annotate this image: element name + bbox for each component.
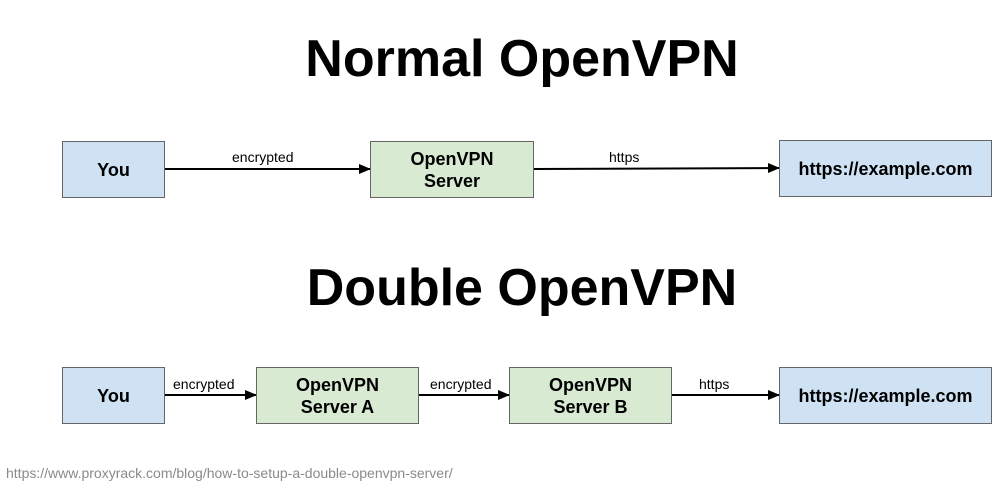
normal-you-node: You [62,141,165,198]
normal-server-label-line2: Server [423,170,481,191]
double-destination-node: https://example.com [779,367,992,424]
double-edge-label-encrypted-2: encrypted [430,376,492,392]
double-destination-label: https://example.com [798,385,973,406]
normal-edge-label-https: https [609,149,640,165]
arrow-normal-server-to-destination [532,163,780,174]
server-b-label-line1: OpenVPN [548,374,632,395]
double-openvpn-server-a-node: OpenVPN Server A [256,367,419,424]
normal-destination-label: https://example.com [798,158,973,179]
normal-edge-label-encrypted: encrypted [232,149,294,165]
double-edge-label-https: https [699,376,730,392]
double-you-node: You [62,367,165,424]
normal-you-label: You [97,159,130,180]
double-openvpn-title: Double OpenVPN [306,259,738,317]
normal-server-label-line1: OpenVPN [410,148,494,169]
server-a-label-line2: Server A [300,396,375,417]
normal-openvpn-server-node: OpenVPN Server [370,141,534,198]
normal-destination-node: https://example.com [779,140,992,197]
double-you-label: You [97,385,130,406]
double-openvpn-server-b-node: OpenVPN Server B [509,367,672,424]
double-edge-label-encrypted-1: encrypted [173,376,235,392]
normal-openvpn-title: Normal OpenVPN [305,30,739,88]
server-a-label-line1: OpenVPN [295,374,379,395]
source-url: https://www.proxyrack.com/blog/how-to-se… [6,465,453,481]
server-b-label-line2: Server B [553,396,628,417]
